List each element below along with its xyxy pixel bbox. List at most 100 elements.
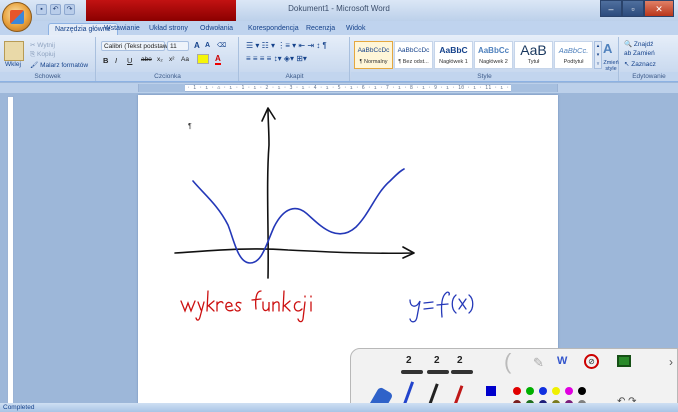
pen-width-3[interactable]: 2 [457, 355, 463, 366]
alignment-icons[interactable]: ≡ ≡ ≡ ≡ ↕▾ ◈▾ ⊞▾ [246, 54, 307, 63]
style-subtitle[interactable]: AaBbCc. Podtytuł [554, 41, 593, 69]
pen-width-bar-3 [451, 370, 473, 374]
paragraph-group: ☰ ▾ ☷ ▾ ⋮≡ ▾ ⇤ ⇥ ↕ ¶ ≡ ≡ ≡ ≡ ↕▾ ◈▾ ⊞▾ Ak… [240, 37, 350, 81]
bold-button[interactable]: B [103, 56, 109, 65]
style-heading-1-sample: AaBbC [439, 45, 468, 55]
select-label: Zaznacz [631, 61, 656, 68]
selected-color-swatch[interactable] [486, 386, 496, 396]
color-swatch[interactable] [578, 387, 586, 395]
tab-page-layout[interactable]: Układ strony [149, 25, 188, 32]
find-button[interactable]: 🔍 Znajdź [624, 41, 654, 48]
bullets-icon[interactable]: ☰ ▾ ☷ ▾ ⋮≡ ▾ ⇤ ⇥ ↕ ¶ [246, 41, 327, 50]
horizontal-ruler[interactable]: · 3 · ı · 2 · ı · 1 · ı · ⌂ · ı · 1 · ı … [0, 83, 678, 93]
close-button[interactable]: ✕ [644, 0, 674, 17]
color-swatch[interactable] [552, 387, 560, 395]
color-swatch[interactable] [565, 387, 573, 395]
window-title: Dokument1 - Microsoft Word [288, 4, 390, 13]
clipboard-group-label: Schowek [0, 72, 95, 81]
style-normal[interactable]: AaBbCcDc¶ Normalny [354, 41, 393, 69]
pen-width-1[interactable]: 2 [406, 355, 412, 366]
save-icon[interactable]: ▪ [36, 4, 47, 15]
font-name-select[interactable]: Calibri (Tekst podstawo [101, 41, 171, 51]
style-subtitle-sample: AaBbCc. [558, 46, 589, 55]
close-toolbar-icon[interactable]: › [669, 355, 673, 369]
color-swatch[interactable] [539, 387, 547, 395]
tab-references[interactable]: Odwołania [200, 25, 234, 32]
grow-font-button[interactable]: A [194, 41, 200, 50]
style-title-name: Tytuł [527, 59, 540, 65]
quick-access-toolbar: ▪ ↶ ↷ [36, 4, 75, 15]
format-painter-button[interactable]: 🖌 Malarz formatów [30, 62, 89, 69]
cut-button[interactable]: ✂ Wytnij [30, 42, 55, 49]
subscript-button[interactable]: x₂ [157, 56, 163, 63]
cut-label: Wytnij [37, 42, 55, 49]
replace-label: Zamień [633, 50, 655, 57]
tab-home[interactable]: Narzędzia główne [48, 23, 118, 35]
replace-button[interactable]: ab Zamień [624, 50, 655, 57]
style-no-spacing-sample: AaBbCcDc [397, 47, 430, 54]
style-heading-1-name: Nagłówek 1 [439, 59, 468, 65]
undo-icon[interactable]: ↶ [50, 4, 61, 15]
vertical-ruler[interactable] [7, 96, 14, 404]
superscript-button[interactable]: x² [169, 56, 175, 63]
ribbon: Wklej ✂ Wytnij ⎘ Kopiuj 🖌 Malarz formató… [0, 35, 678, 82]
highlight-icon[interactable] [197, 54, 209, 64]
change-styles-button[interactable]: Zmień style [603, 60, 619, 72]
style-normal-sample: AaBbCcDc [357, 47, 390, 54]
styles-group: AaBbCcDc¶ Normalny AaBbCcDc ¶ Bez odst...… [351, 37, 619, 81]
italic-button[interactable]: I [115, 56, 118, 65]
strikethrough-button[interactable]: abe [141, 56, 152, 63]
font-size-value: 11 [170, 43, 177, 50]
change-styles-icon[interactable]: A [603, 41, 613, 56]
style-subtitle-name: Podtytuł [563, 59, 584, 65]
editing-group: 🔍 Znajdź ab Zamień ↖ Zaznacz Edytowanie [620, 37, 678, 81]
change-case-button[interactable]: Aa [181, 56, 189, 63]
pen-icon[interactable]: ✎ [533, 355, 544, 370]
title-highlight [86, 0, 236, 21]
office-button[interactable] [2, 2, 32, 32]
style-heading-2-sample: AaBbCc [477, 46, 510, 55]
paste-button[interactable]: Wklej [5, 61, 21, 68]
shrink-font-button[interactable]: A [205, 42, 211, 49]
pen-width-2[interactable]: 2 [434, 355, 440, 366]
office-logo-icon [10, 10, 24, 24]
board-icon[interactable] [617, 355, 631, 367]
redo-icon[interactable]: ↷ [64, 4, 75, 15]
tab-insert[interactable]: Wstawianie [104, 25, 140, 32]
clear-ink-icon[interactable]: ⊘ [584, 354, 599, 369]
ink-toolbar: 2 2 2 ( ✎ W ⊘ › ↶ ↷ [350, 348, 678, 412]
style-heading-1[interactable]: AaBbC Nagłówek 1 [434, 41, 473, 69]
right-margin-marker [511, 84, 557, 92]
style-no-spacing-name: ¶ Bez odst... [398, 59, 429, 65]
style-no-spacing[interactable]: AaBbCcDc ¶ Bez odst... [394, 41, 433, 69]
font-color-icon[interactable]: A [215, 54, 221, 65]
maximize-button[interactable]: ▫ [622, 0, 644, 17]
undo-redo-icons[interactable]: ↶ ↷ [617, 396, 637, 407]
tab-review[interactable]: Recenzja [306, 25, 336, 32]
font-name-value: Calibri (Tekst podstawo [104, 43, 172, 50]
styles-scroll-icon[interactable]: ▴▾▿ [594, 41, 602, 69]
minimize-button[interactable]: – [600, 0, 622, 17]
clipboard-group: Wklej ✂ Wytnij ⎘ Kopiuj 🖌 Malarz formató… [0, 37, 96, 81]
color-swatch[interactable] [513, 387, 521, 395]
clear-format-icon[interactable]: ⌫ [217, 42, 227, 49]
editing-group-label: Edytowanie [620, 72, 678, 81]
font-size-select[interactable]: 11 [167, 41, 189, 51]
tab-view[interactable]: Widok [346, 25, 366, 32]
left-margin-marker [139, 84, 185, 92]
select-button[interactable]: ↖ Zaznacz [624, 61, 656, 68]
copy-button[interactable]: ⎘ Kopiuj [30, 51, 56, 58]
paragraph-group-label: Akapit [240, 72, 349, 81]
paste-icon[interactable] [4, 41, 24, 61]
color-swatch[interactable] [526, 387, 534, 395]
ribbon-tabs: Narzędzia główne Wstawianie Układ strony… [0, 21, 678, 35]
handwriting-icon[interactable]: W [557, 355, 568, 367]
font-group-label: Czcionka [97, 72, 238, 81]
style-heading-2-name: Nagłówek 2 [479, 59, 508, 65]
separator-icon: ( [504, 349, 512, 374]
underline-button[interactable]: U [127, 56, 133, 65]
pen-width-bar-1 [401, 370, 423, 374]
tab-mailings[interactable]: Korespondencja [248, 25, 299, 32]
